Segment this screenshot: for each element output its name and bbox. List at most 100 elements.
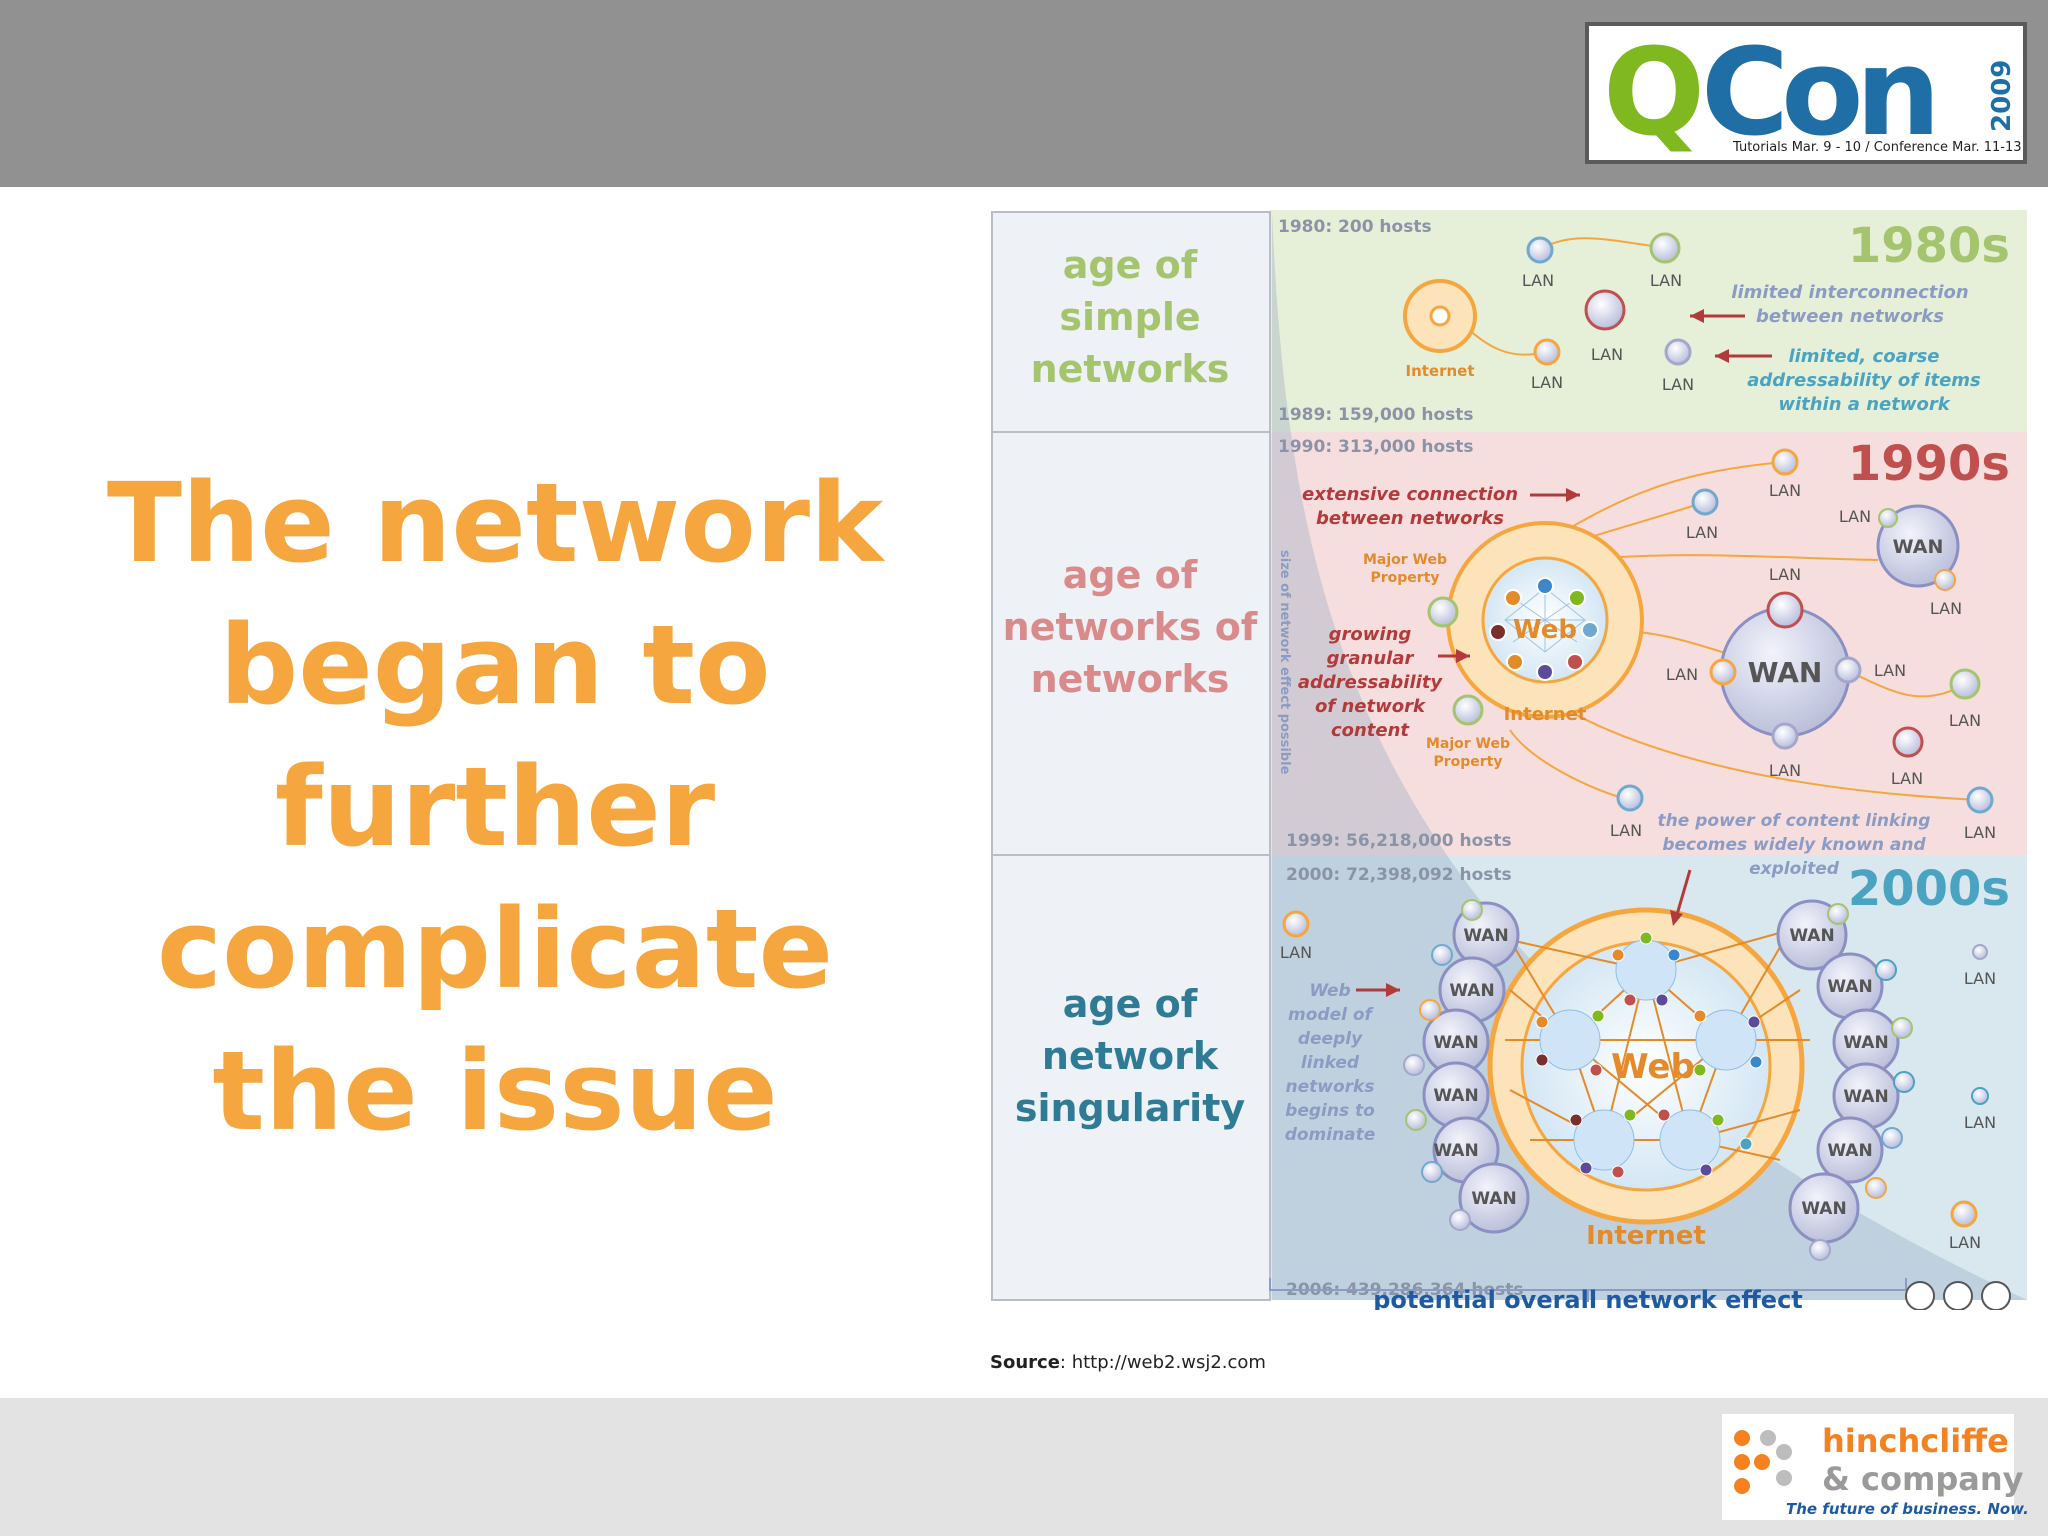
lan-label: LAN xyxy=(1769,565,1801,584)
source-url: : http://web2.wsj2.com xyxy=(1059,1352,1266,1373)
lan-label: LAN xyxy=(1874,661,1906,680)
lan-label: LAN xyxy=(1964,969,1996,988)
decade-1980s: 1980s xyxy=(1848,218,2010,274)
headline-line: The network xyxy=(106,459,884,587)
note-1990-text: between networks xyxy=(1316,508,1504,529)
era-2000s-network: Web Internet WAN WAN WAN WAN WAN WA xyxy=(1280,869,1996,1261)
wan-label: WAN xyxy=(1463,926,1508,946)
wan-label: WAN xyxy=(1843,1087,1888,1107)
bottom-axis-label: potential overall network effect xyxy=(1373,1286,1803,1310)
wan-label: WAN xyxy=(1433,1141,1478,1161)
era-1980s-network: LAN LAN LAN LAN LAN Internet limited int… xyxy=(1403,232,1981,415)
note-1980-text: addressability of items xyxy=(1747,370,1981,391)
age-singularity-line: singularity xyxy=(1015,1086,1246,1130)
lan-label: LAN xyxy=(1964,1113,1996,1132)
vertical-axis-label: size of network effect possible xyxy=(1277,550,1292,775)
major-web-property-label: Property xyxy=(1433,754,1502,770)
note-1990-text: exploited xyxy=(1749,859,1840,879)
hinchcliffe-dots-icon xyxy=(1734,1430,1792,1494)
hosts-1989: 1989: 159,000 hosts xyxy=(1278,405,1474,425)
network-effect-bracket xyxy=(1269,1278,1907,1302)
era-1990s-network: Web Internet Major Web Property Major We… xyxy=(1298,448,1996,879)
lan-label: LAN xyxy=(1839,507,1871,526)
headline-line: began to xyxy=(219,601,771,729)
note-1990-text: becomes widely known and xyxy=(1662,835,1926,855)
lan-label: LAN xyxy=(1280,943,1312,962)
age-simple-line: age of xyxy=(1063,243,1198,287)
lan-label: LAN xyxy=(1531,373,1563,392)
company-name-line1: hinchcliffe xyxy=(1822,1422,2009,1460)
wan-label: WAN xyxy=(1827,1141,1872,1161)
hosts-2000: 2000: 72,398,092 hosts xyxy=(1286,865,1512,885)
note-1990-text: addressability xyxy=(1298,672,1444,693)
major-web-property-label: Major Web xyxy=(1426,736,1510,752)
hosts-1999: 1999: 56,218,000 hosts xyxy=(1286,831,1512,851)
note-1980-text: between networks xyxy=(1756,306,1944,327)
wan-label: WAN xyxy=(1433,1033,1478,1053)
lan-label: LAN xyxy=(1662,375,1694,394)
lan-label: LAN xyxy=(1949,1233,1981,1252)
age-column xyxy=(991,211,1271,1301)
major-web-property-label: Property xyxy=(1370,570,1439,586)
lan-label: LAN xyxy=(1949,711,1981,730)
note-2000-text: linked xyxy=(1301,1053,1360,1073)
decade-2000s: 2000s xyxy=(1848,861,2010,917)
bottom-banner xyxy=(0,1398,2048,1536)
qcon-logo: Q Con 2009 Tutorials Mar. 9 - 10 / Confe… xyxy=(1585,22,2027,164)
wan-label: WAN xyxy=(1843,1033,1888,1053)
company-name-line2: & company xyxy=(1822,1460,2024,1498)
hosts-1980: 1980: 200 hosts xyxy=(1278,217,1432,237)
note-1990-text: extensive connection xyxy=(1302,484,1518,505)
wan-label: WAN xyxy=(1471,1189,1516,1209)
qcon-logo-tagline: Tutorials Mar. 9 - 10 / Conference Mar. … xyxy=(1733,140,2022,155)
note-1980-text: limited, coarse xyxy=(1788,346,1939,367)
band-1990s xyxy=(1270,432,2027,855)
note-1990-text: growing xyxy=(1329,624,1412,645)
lan-label: LAN xyxy=(1769,761,1801,780)
note-2000-text: deeply xyxy=(1298,1029,1363,1049)
wan-label: WAN xyxy=(1449,981,1494,1001)
internet-label: Internet xyxy=(1405,362,1474,380)
note-1990-text: the power of content linking xyxy=(1658,811,1931,831)
note-2000-text: model of xyxy=(1288,1005,1375,1025)
lan-label: LAN xyxy=(1610,821,1642,840)
company-tagline: The future of business. Now. xyxy=(1786,1500,2029,1518)
band-1980s xyxy=(1270,210,2027,432)
lan-label: LAN xyxy=(1522,271,1554,290)
note-1990-text: of network xyxy=(1315,696,1426,717)
age-networks-line: networks xyxy=(1031,657,1230,701)
headline-line: the issue xyxy=(212,1027,778,1155)
note-1980-text: limited interconnection xyxy=(1731,282,1968,303)
qcon-logo-con: Con xyxy=(1701,24,1941,163)
web-label: Web xyxy=(1513,615,1577,645)
lan-label: LAN xyxy=(1650,271,1682,290)
lan-label: LAN xyxy=(1964,823,1996,842)
lan-label: LAN xyxy=(1591,345,1623,364)
note-2000-text: Web xyxy=(1309,981,1350,1001)
network-evolution-diagram: age of simple networks age of networks o… xyxy=(991,210,2027,1310)
lan-label: LAN xyxy=(1666,665,1698,684)
headline-line: complicate xyxy=(156,885,834,1013)
web-label: Web xyxy=(1611,1047,1695,1087)
hosts-1990: 1990: 313,000 hosts xyxy=(1278,437,1474,457)
wan-label: WAN xyxy=(1789,926,1834,946)
lan-label: LAN xyxy=(1769,481,1801,500)
slide-headline: The network began to further complicate … xyxy=(90,452,900,1162)
hinchcliffe-logo: hinchcliffe & company The future of busi… xyxy=(1722,1414,2029,1520)
age-singularity-line: age of xyxy=(1063,982,1198,1026)
source-credit: Source: http://web2.wsj2.com xyxy=(990,1352,1266,1373)
age-simple-line: networks xyxy=(1031,347,1230,391)
note-2000-text: begins to xyxy=(1285,1101,1375,1121)
age-singularity-line: network xyxy=(1042,1034,1219,1078)
wan-label: WAN xyxy=(1433,1086,1478,1106)
wan-label: WAN xyxy=(1827,977,1872,997)
age-networks-line: age of xyxy=(1063,553,1198,597)
major-web-property-label: Major Web xyxy=(1363,552,1447,568)
note-2000-text: networks xyxy=(1286,1077,1375,1097)
age-simple-line: simple xyxy=(1059,295,1200,339)
note-1990-text: content xyxy=(1331,720,1410,741)
wan-label: WAN xyxy=(1748,656,1823,689)
decade-1990s: 1990s xyxy=(1848,436,2010,492)
lan-label: LAN xyxy=(1930,599,1962,618)
wan-label: WAN xyxy=(1801,1199,1846,1219)
